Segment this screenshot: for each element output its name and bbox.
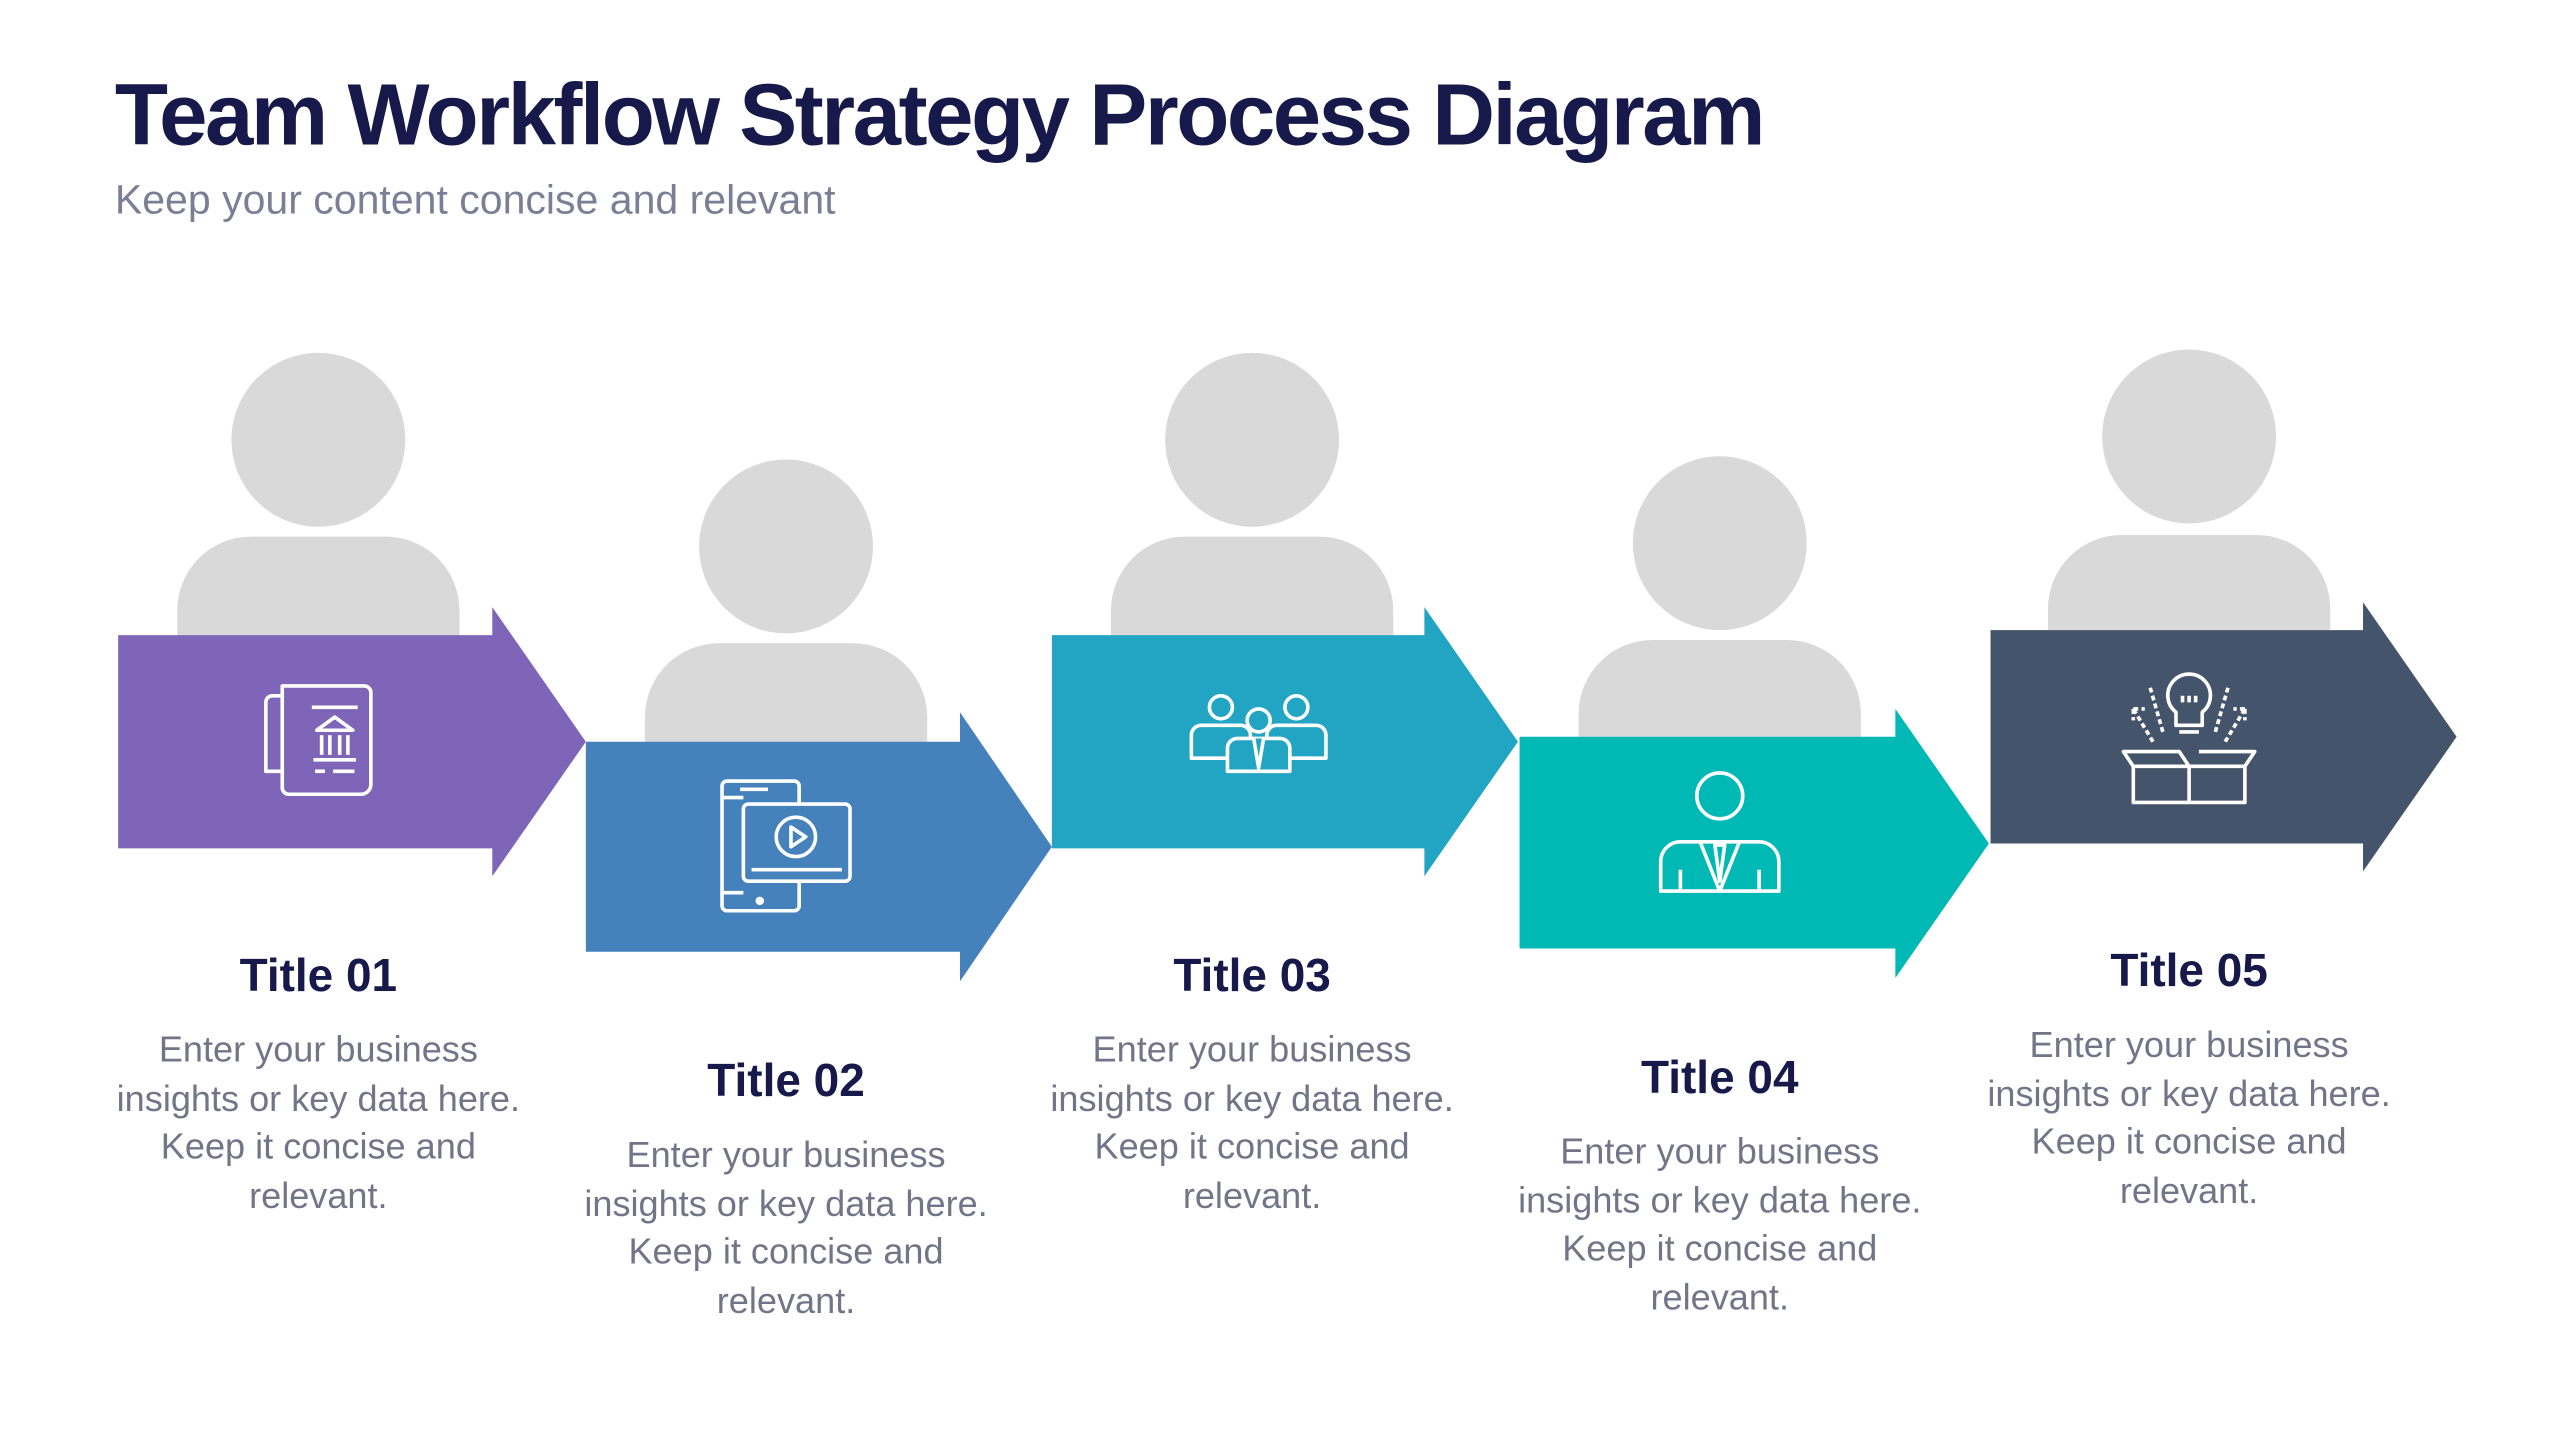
mobile-video-icon <box>720 779 852 913</box>
page-title: Team Workflow Strategy Process Diagram <box>114 67 1766 165</box>
step-4-description: Enter your business insights or key data… <box>1518 1130 1922 1317</box>
step-2 <box>585 459 1052 982</box>
step-3-title: Title 03 <box>1173 950 1331 1002</box>
idea-box-icon <box>2121 672 2257 805</box>
step-3 <box>1051 352 1518 877</box>
page-subtitle: Keep your content concise and relevant <box>114 177 836 224</box>
step-arrow <box>118 607 586 877</box>
team-group-icon <box>1189 693 1328 774</box>
person-placeholder-icon <box>644 459 928 742</box>
step-4 <box>1519 456 1989 979</box>
step-2-description: Enter your business insights or key data… <box>584 1133 988 1321</box>
person-placeholder-icon <box>1110 352 1394 636</box>
step-1 <box>118 352 586 877</box>
step-1-title: Title 01 <box>239 950 398 1002</box>
person-placeholder-icon <box>2047 349 2331 631</box>
step-5 <box>1990 349 2457 872</box>
person-placeholder-icon <box>1578 456 1861 737</box>
step-5-description: Enter your business insights or key data… <box>1987 1023 2391 1211</box>
step-1-description: Enter your business insights or key data… <box>116 1028 521 1216</box>
businessman-icon <box>1658 771 1781 893</box>
step-5-title: Title 05 <box>2110 945 2268 997</box>
step-3-description: Enter your business insights or key data… <box>1050 1028 1454 1216</box>
person-placeholder-icon <box>177 352 460 636</box>
step-2-title: Title 02 <box>707 1055 865 1107</box>
step-arrow <box>1990 602 2457 872</box>
step-4-title: Title 04 <box>1641 1051 1799 1103</box>
bank-document-icon <box>264 684 373 797</box>
